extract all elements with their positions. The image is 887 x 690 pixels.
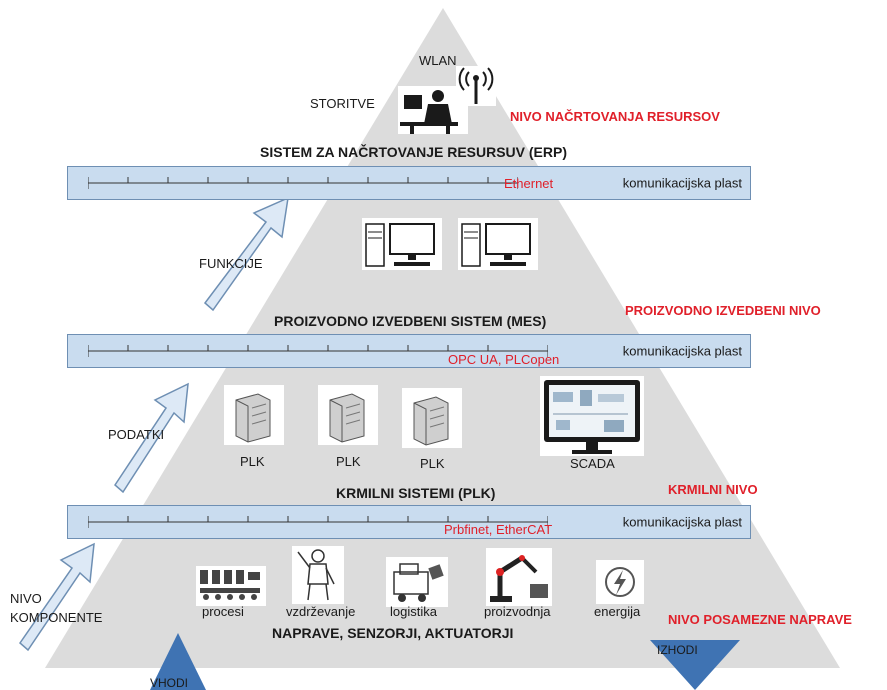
band-label: komunikacijska plast — [622, 343, 742, 359]
wlan-antenna-icon — [456, 66, 496, 106]
device-item-label: proizvodnja — [484, 604, 551, 619]
plk-device-label: PLK — [240, 454, 265, 469]
plc-icon — [402, 388, 462, 448]
band-scale — [88, 516, 548, 528]
device-item-label: procesi — [202, 604, 244, 619]
outputs-label: IZHODI — [657, 643, 698, 657]
inputs-label: VHODI — [150, 676, 189, 690]
communication-band-opcua: komunikacijska plast — [67, 334, 751, 368]
band-label: komunikacijska plast — [622, 175, 742, 191]
arrow-funkcije — [203, 196, 289, 312]
process-conveyor-icon — [196, 566, 266, 606]
storitve-label: STORITVE — [310, 96, 375, 111]
device-system-title: NAPRAVE, SENZORJI, AKTUATORJI — [272, 625, 514, 641]
plc-icon — [318, 385, 378, 445]
communication-band-profinet: komunikacijska plast — [67, 505, 751, 539]
wlan-label: WLAN — [419, 53, 457, 68]
arrow-podatki — [114, 382, 189, 494]
erp-level-name: NIVO NAČRTOVANJA RESURSOV — [510, 109, 720, 124]
logistics-vehicle-icon — [386, 557, 448, 607]
scada-label: SCADA — [570, 456, 615, 471]
mes-system-title: PROIZVODNO IZVEDBENI SISTEM (MES) — [274, 313, 547, 329]
band-scale — [88, 177, 518, 189]
plc-icon — [224, 385, 284, 445]
nivo-label: NIVO — [10, 591, 42, 606]
band-scale — [88, 345, 548, 357]
komponente-label: KOMPONENTE — [10, 610, 103, 625]
device-item-label: energija — [594, 604, 641, 619]
podatki-label: PODATKI — [108, 427, 165, 442]
device-level-name: NIVO POSAMEZNE NAPRAVE — [668, 612, 852, 627]
mes-protocol: OPC UA, PLCopen — [448, 352, 560, 367]
computer-icon — [362, 218, 442, 270]
mes-level-name: PROIZVODNO IZVEDBENI NIVO — [625, 303, 821, 318]
inputs-triangle — [150, 633, 206, 690]
erp-protocol: Ethernet — [504, 176, 554, 191]
device-item-label: logistika — [390, 604, 437, 619]
arrow-komponente — [19, 542, 95, 652]
communication-band-ethernet: komunikacijska plast — [67, 166, 751, 200]
computer-icon — [458, 218, 538, 270]
band-label: komunikacijska plast — [622, 514, 742, 530]
outputs-triangle — [650, 640, 740, 690]
maintenance-worker-icon — [292, 546, 344, 604]
device-item-label: vzdrževanje — [286, 604, 356, 619]
plk-device-label: PLK — [420, 456, 445, 471]
energy-icon — [596, 560, 644, 604]
plk-system-title: KRMILNI SISTEMI (PLK) — [336, 485, 496, 501]
plk-level-name: KRMILNI NIVO — [668, 482, 758, 497]
robot-arm-icon — [486, 548, 552, 606]
funkcije-label: FUNKCIJE — [199, 256, 263, 271]
plk-protocol: Prbfinet, EtherCAT — [444, 522, 553, 537]
plk-device-label: PLK — [336, 454, 361, 469]
scada-monitor-icon — [540, 376, 644, 456]
erp-system-title: SISTEM ZA NAČRTOVANJE RESURSUV (ERP) — [260, 144, 567, 160]
